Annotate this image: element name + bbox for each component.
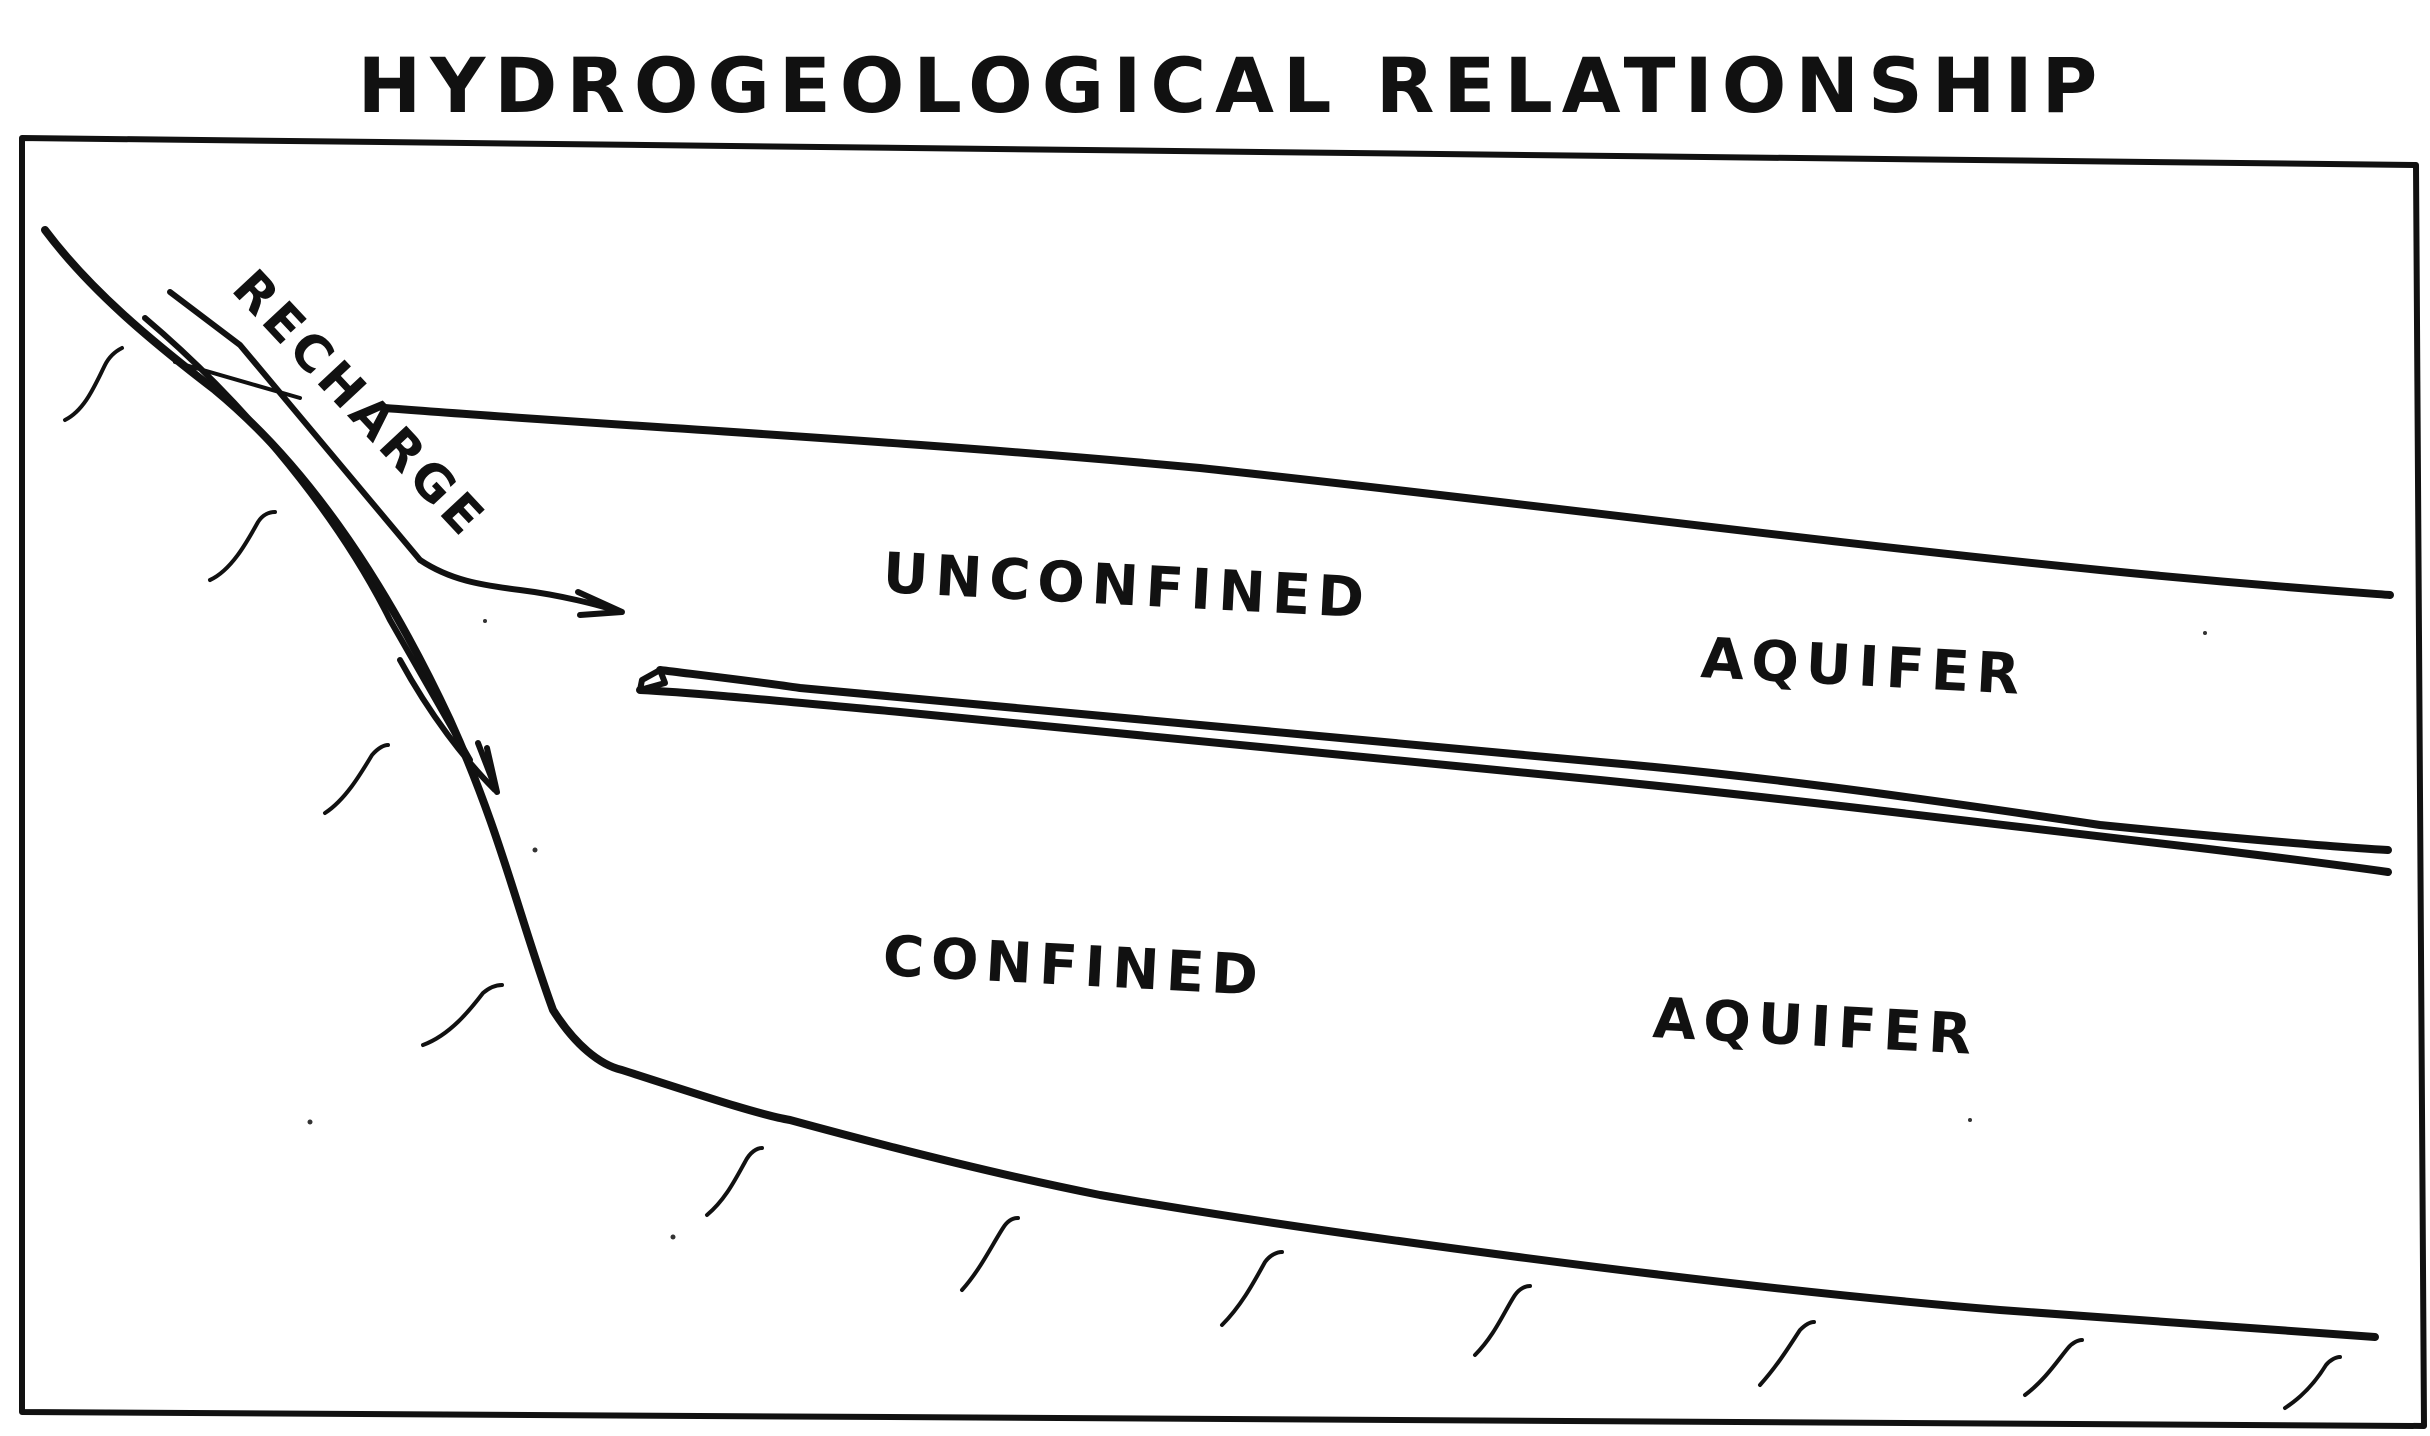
bedrock-hatch-5 [705,1146,764,1217]
bedrock-hatch-9 [1758,1320,1816,1387]
confining-layer-lower-line [636,686,2392,876]
unconfined-aquifer-label: AQUIFER [1699,626,2028,708]
bedrock-hatch-6 [960,1216,1020,1292]
confining-layer-upper-line [656,666,2392,854]
recharge-flow-line-lower [142,315,473,763]
diagram-frame [19,135,2427,1429]
recharge-crossing-stroke [173,360,302,400]
diagram-title: HYDROGEOLOGICAL RELATIONSHIP [358,41,2107,130]
bedrock-hatch-3 [323,743,390,815]
unconfined-label: UNCONFINED [881,541,1372,631]
confining-layer-end-cap [637,667,668,693]
recharge-flow-line-upper [167,289,423,563]
unconfined-recharge-arrow [417,557,623,615]
confined-recharge-arrow [397,657,498,793]
confined-label: CONFINED [881,924,1266,1009]
recharge-label: RECHARGE [221,259,498,550]
confined-aquifer-label: AQUIFER [1651,986,1980,1068]
bedrock-hatching [63,346,2342,1410]
bedrock-hatch-7 [1220,1250,1284,1327]
bedrock-hatch-11 [2283,1355,2342,1410]
bedrock-hatch-10 [2023,1338,2084,1397]
bedrock-hatch-8 [1473,1284,1532,1357]
water-table-line [381,404,2394,599]
unconfined-recharge-arrowhead [575,589,625,618]
scan-specks [307,619,2207,1240]
bedrock-hatch-1 [63,346,124,422]
bedrock-hatch-4 [421,983,504,1047]
confined-recharge-arrowhead [475,740,500,795]
bedrock-hatch-2 [208,510,277,582]
ground-surface-line [41,226,2379,1341]
